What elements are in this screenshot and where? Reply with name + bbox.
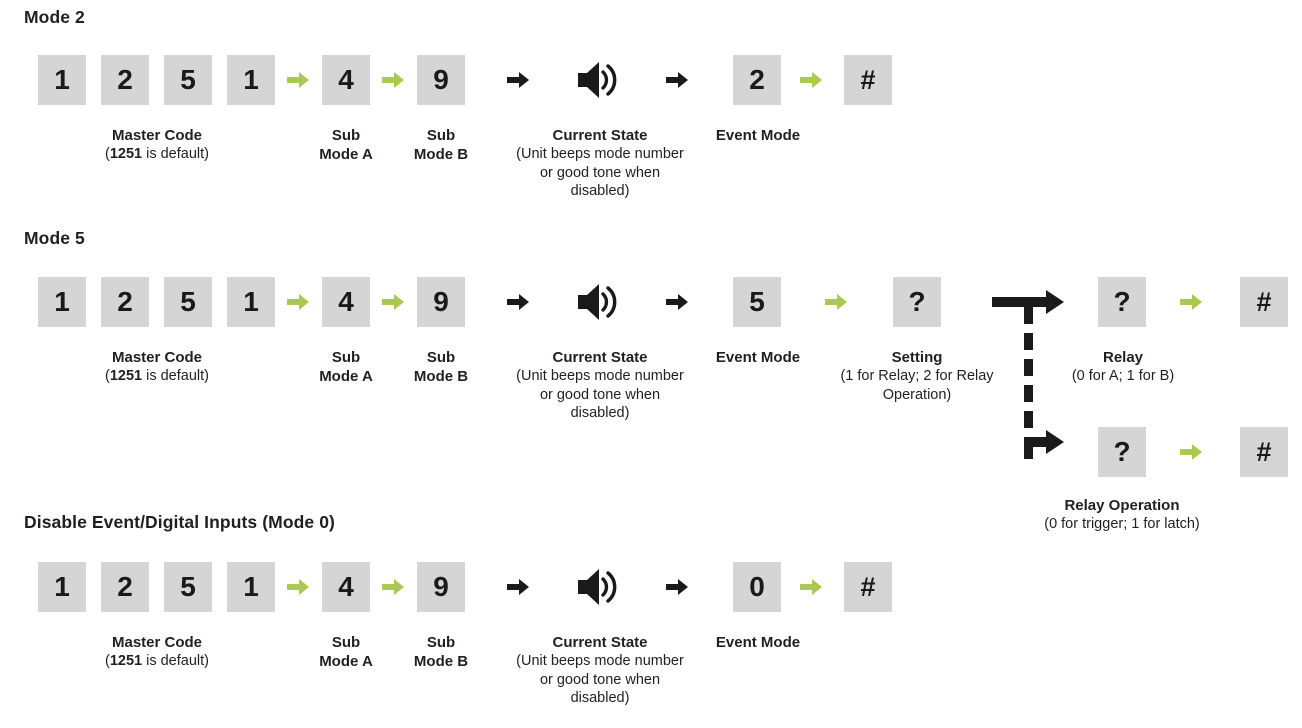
key-sub-mode-b[interactable]: 9 [417, 55, 465, 105]
key-master-3[interactable]: 5 [164, 277, 212, 327]
section-title-mode-2: Mode 2 [24, 7, 85, 27]
caption-sub-mode-a: Sub Mode A [319, 127, 373, 164]
section-title-mode-5: Mode 5 [24, 228, 85, 248]
section-title-mode-0: Disable Event/Digital Inputs (Mode 0) [24, 512, 335, 532]
key-event-mode[interactable]: 0 [733, 562, 781, 612]
caption-relay: Relay (0 for A; 1 for B) [1071, 349, 1175, 385]
arrow-right-green-icon [380, 67, 406, 93]
caption-event-mode: Event Mode [715, 349, 801, 366]
key-hash[interactable]: # [844, 55, 892, 105]
key-hash[interactable]: # [844, 562, 892, 612]
key-setting[interactable]: ? [893, 277, 941, 327]
key-master-4[interactable]: 1 [227, 277, 275, 327]
caption-event-mode: Event Mode [715, 127, 801, 144]
key-relay-operation[interactable]: ? [1098, 427, 1146, 477]
arrow-right-green-icon [823, 289, 849, 315]
key-master-1[interactable]: 1 [38, 277, 86, 327]
arrow-right-green-icon [1178, 439, 1204, 465]
caption-master-code-sub: (1251 is default) [104, 146, 209, 163]
key-hash[interactable]: # [1240, 277, 1288, 327]
caption-master-code-sub: (1251 is default) [104, 653, 209, 670]
arrow-right-black-icon [664, 289, 690, 315]
key-master-1[interactable]: 1 [38, 562, 86, 612]
arrow-right-green-icon [285, 574, 311, 600]
caption-setting: Setting (1 for Relay; 2 for Relay Operat… [840, 349, 994, 403]
key-hash[interactable]: # [1240, 427, 1288, 477]
speaker-icon [574, 56, 626, 104]
arrow-right-green-icon [1178, 289, 1204, 315]
caption-master-code: Master Code (1251 is default) [57, 348, 257, 386]
caption-current-state: Current State (Unit beeps mode number or… [516, 634, 684, 707]
key-master-2[interactable]: 2 [101, 277, 149, 327]
key-sub-mode-a[interactable]: 4 [322, 277, 370, 327]
speaker-icon [574, 278, 626, 326]
key-sub-mode-b[interactable]: 9 [417, 562, 465, 612]
arrow-right-green-icon [798, 67, 824, 93]
arrow-right-black-icon [505, 289, 531, 315]
arrow-right-green-icon [285, 67, 311, 93]
key-master-2[interactable]: 2 [101, 55, 149, 105]
caption-sub-mode-b: Sub Mode B [413, 127, 469, 164]
arrow-right-green-icon [380, 289, 406, 315]
caption-master-code: Master Code (1251 is default) [57, 633, 257, 671]
arrow-right-green-icon [285, 289, 311, 315]
caption-master-code-sub: (1251 is default) [104, 368, 209, 385]
arrow-right-black-icon [664, 574, 690, 600]
caption-master-code: Master Code (1251 is default) [57, 126, 257, 164]
key-master-3[interactable]: 5 [164, 55, 212, 105]
arrow-right-black-icon [505, 574, 531, 600]
branch-split-connector-icon [990, 284, 1070, 474]
key-relay[interactable]: ? [1098, 277, 1146, 327]
caption-sub-mode-a: Sub Mode A [319, 349, 373, 386]
caption-sub-mode-b: Sub Mode B [413, 349, 469, 386]
arrow-right-black-icon [664, 67, 690, 93]
key-sub-mode-a[interactable]: 4 [322, 562, 370, 612]
key-master-2[interactable]: 2 [101, 562, 149, 612]
caption-relay-operation: Relay Operation (0 for trigger; 1 for la… [1044, 497, 1200, 533]
caption-sub-mode-a: Sub Mode A [319, 634, 373, 671]
key-sub-mode-b[interactable]: 9 [417, 277, 465, 327]
caption-current-state: Current State (Unit beeps mode number or… [516, 349, 684, 422]
key-master-3[interactable]: 5 [164, 562, 212, 612]
key-sub-mode-a[interactable]: 4 [322, 55, 370, 105]
speaker-icon [574, 563, 626, 611]
key-event-mode[interactable]: 2 [733, 55, 781, 105]
key-master-4[interactable]: 1 [227, 55, 275, 105]
caption-sub-mode-b: Sub Mode B [413, 634, 469, 671]
arrow-right-green-icon [380, 574, 406, 600]
key-master-1[interactable]: 1 [38, 55, 86, 105]
caption-current-state: Current State (Unit beeps mode number or… [516, 127, 684, 200]
caption-event-mode: Event Mode [715, 634, 801, 651]
arrow-right-green-icon [798, 574, 824, 600]
key-event-mode[interactable]: 5 [733, 277, 781, 327]
key-master-4[interactable]: 1 [227, 562, 275, 612]
arrow-right-black-icon [505, 67, 531, 93]
